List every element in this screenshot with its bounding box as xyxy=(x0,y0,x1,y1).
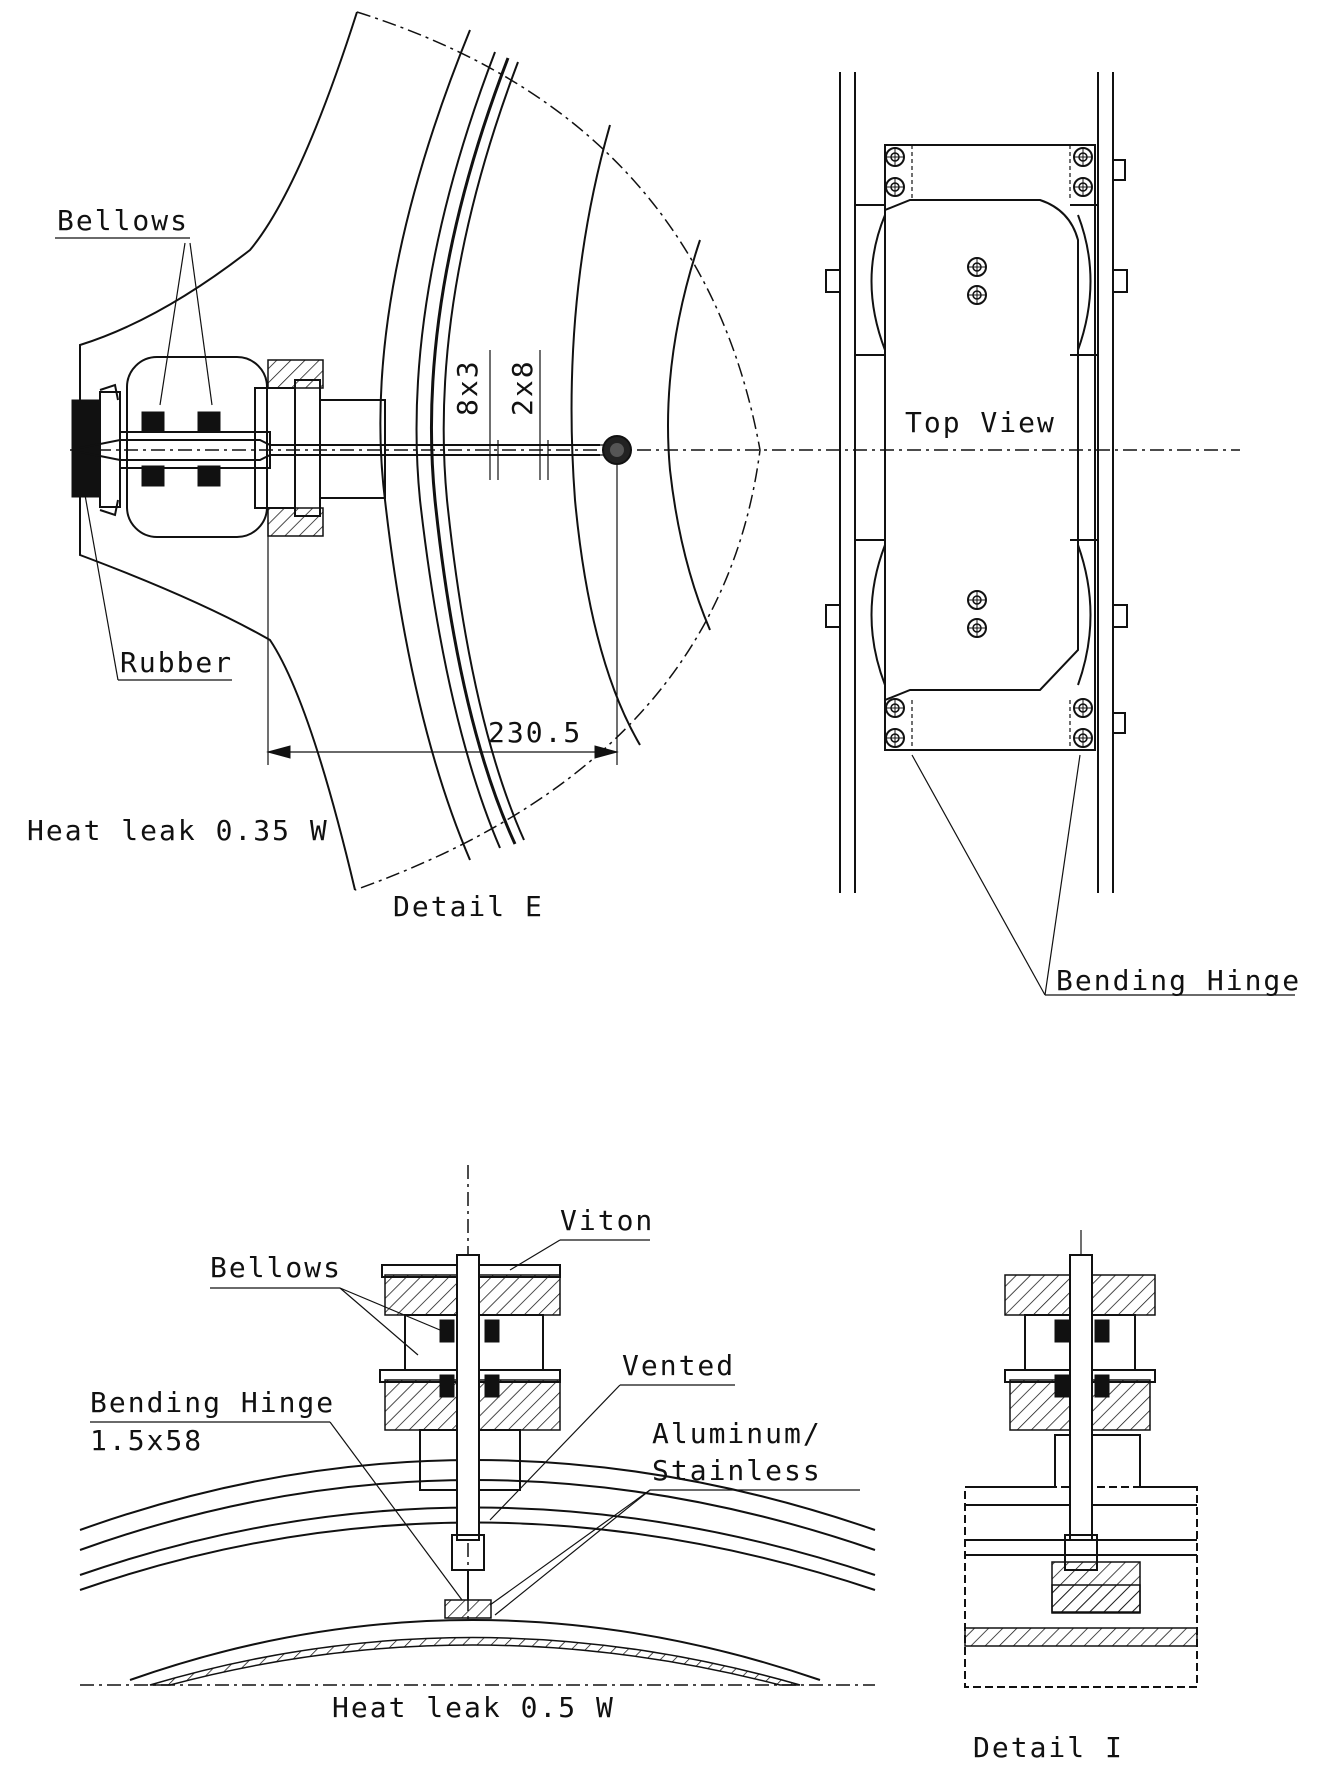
vented-label: Vented xyxy=(622,1349,735,1382)
top-view-drawing xyxy=(825,72,1295,996)
bellows-label-bottom: Bellows xyxy=(210,1251,342,1284)
stainless-label: Stainless xyxy=(652,1454,822,1487)
detail-e-drawing xyxy=(55,11,1240,891)
rubber-label: Rubber xyxy=(120,646,233,679)
dimension-2x8-label: 2x8 xyxy=(506,359,539,416)
bending-hinge-bottom-label: Bending Hinge xyxy=(90,1386,335,1419)
dimension-8x3-label: 8x3 xyxy=(451,359,484,416)
top-view-label: Top View xyxy=(905,406,1056,439)
aluminum-label: Aluminum/ xyxy=(652,1417,822,1450)
dimension-230-label: 230.5 xyxy=(488,716,582,749)
viton-label: Viton xyxy=(560,1204,654,1237)
bending-hinge-top-label: Bending Hinge xyxy=(1056,964,1301,997)
bending-hinge-dimension-label: 1.5x58 xyxy=(90,1424,203,1457)
detail-i-label: Detail I xyxy=(973,1731,1124,1764)
heat-leak-bottom-label: Heat leak 0.5 W xyxy=(332,1691,615,1724)
detail-e-label: Detail E xyxy=(393,890,544,923)
bottom-section-drawing xyxy=(79,1165,876,1686)
bellows-label-top: Bellows xyxy=(57,204,189,237)
detail-i-drawing xyxy=(964,1230,1198,1688)
heat-leak-top-label: Heat leak 0.35 W xyxy=(27,814,329,847)
